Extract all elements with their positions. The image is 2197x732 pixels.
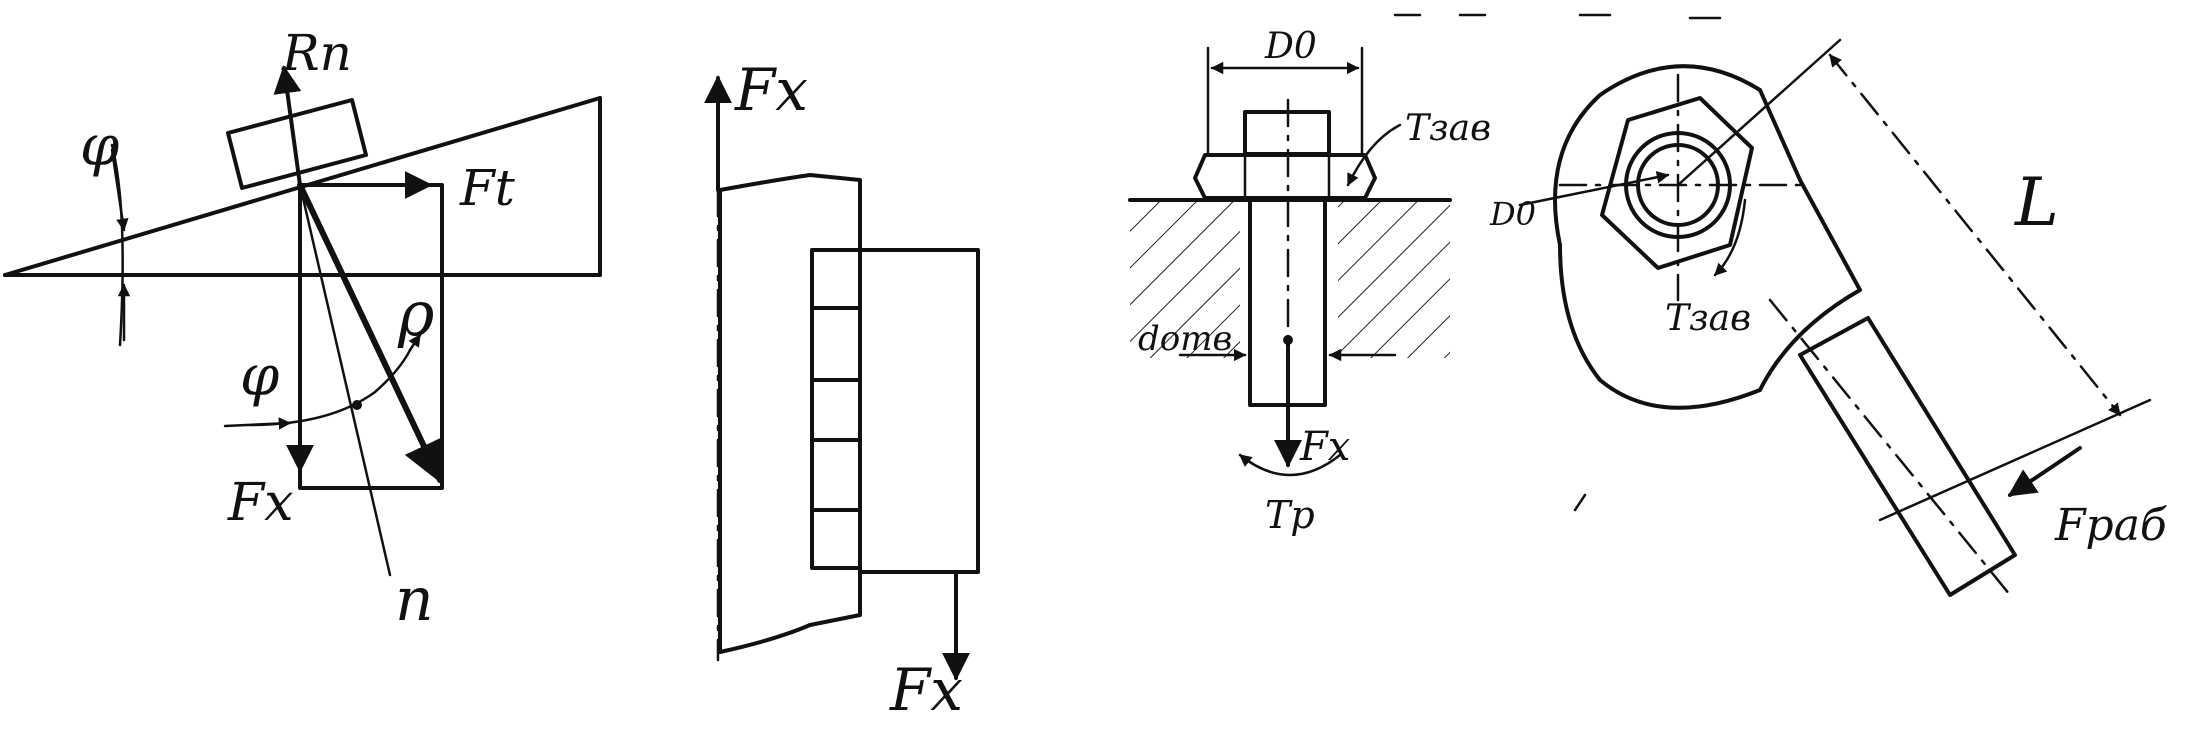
- arc-point: [352, 400, 362, 410]
- label-fx-incline: Fx: [227, 473, 293, 533]
- phi-top-arrow: [110, 148, 129, 232]
- handle-axis: [1768, 298, 2012, 597]
- label-ft: Ft: [459, 159, 516, 217]
- label-l: L: [2014, 164, 2059, 241]
- l-dim-line: [1828, 53, 2122, 417]
- screw-thread-body: [718, 173, 862, 654]
- label-tzav-bolt: Tзав: [1405, 108, 1491, 149]
- tp-arrow: [1238, 453, 1342, 477]
- wrench-head: [1553, 64, 1862, 410]
- label-d-otv: dотв: [1138, 319, 1232, 359]
- tzav-wrench-arrow: [1713, 198, 1747, 277]
- label-d0-bolt: D0: [1264, 26, 1317, 67]
- frab-arrow: [2007, 446, 2082, 497]
- normal-line-n: [298, 183, 392, 577]
- block-on-incline: [226, 98, 368, 190]
- bolt-figure: D0 Tзав dотв Fx Tр: [1128, 26, 1491, 537]
- label-rho: ρ: [397, 277, 434, 350]
- label-tp: Tр: [1265, 493, 1315, 537]
- label-n: n: [395, 565, 434, 635]
- hex-nut: [1600, 96, 1754, 270]
- l-ext-bottom: [1878, 398, 2152, 522]
- l-ext-top: [1676, 38, 1842, 187]
- phi-arrow: [223, 417, 292, 430]
- label-frab: Fраб: [2054, 500, 2167, 551]
- d0-wrench-arrow: [1518, 171, 1670, 207]
- wrench-handle: [1798, 316, 2017, 597]
- thread-figure: Fx Fx: [704, 56, 980, 724]
- tzav-leader: [1346, 123, 1402, 187]
- ground-right: [1338, 200, 1450, 358]
- stray-mark: [1573, 493, 1587, 512]
- normal-force-arrow: [273, 65, 302, 187]
- nut-thread-body: [810, 248, 980, 574]
- wrench-figure: D0 Tзав L Fраб: [1489, 38, 2167, 597]
- label-fx-thread-bottom: Fx: [889, 656, 963, 724]
- label-phi-mid: φ: [240, 344, 279, 409]
- incline-figure: Rn φ Ft ρ φ Fx n: [3, 24, 602, 635]
- label-phi-top: φ: [80, 114, 119, 179]
- nut: [1193, 153, 1377, 200]
- label-tzav-wrench: Tзав: [1665, 298, 1751, 339]
- ground-left: [1130, 200, 1240, 358]
- resultant-arrow: [297, 182, 443, 484]
- label-rn: Rn: [281, 24, 352, 82]
- label-d0-wrench: D0: [1489, 195, 1536, 233]
- rho-arrow: [408, 333, 422, 352]
- label-fx-thread-top: Fx: [734, 56, 808, 124]
- label-fx-bolt: Fx: [1299, 424, 1350, 470]
